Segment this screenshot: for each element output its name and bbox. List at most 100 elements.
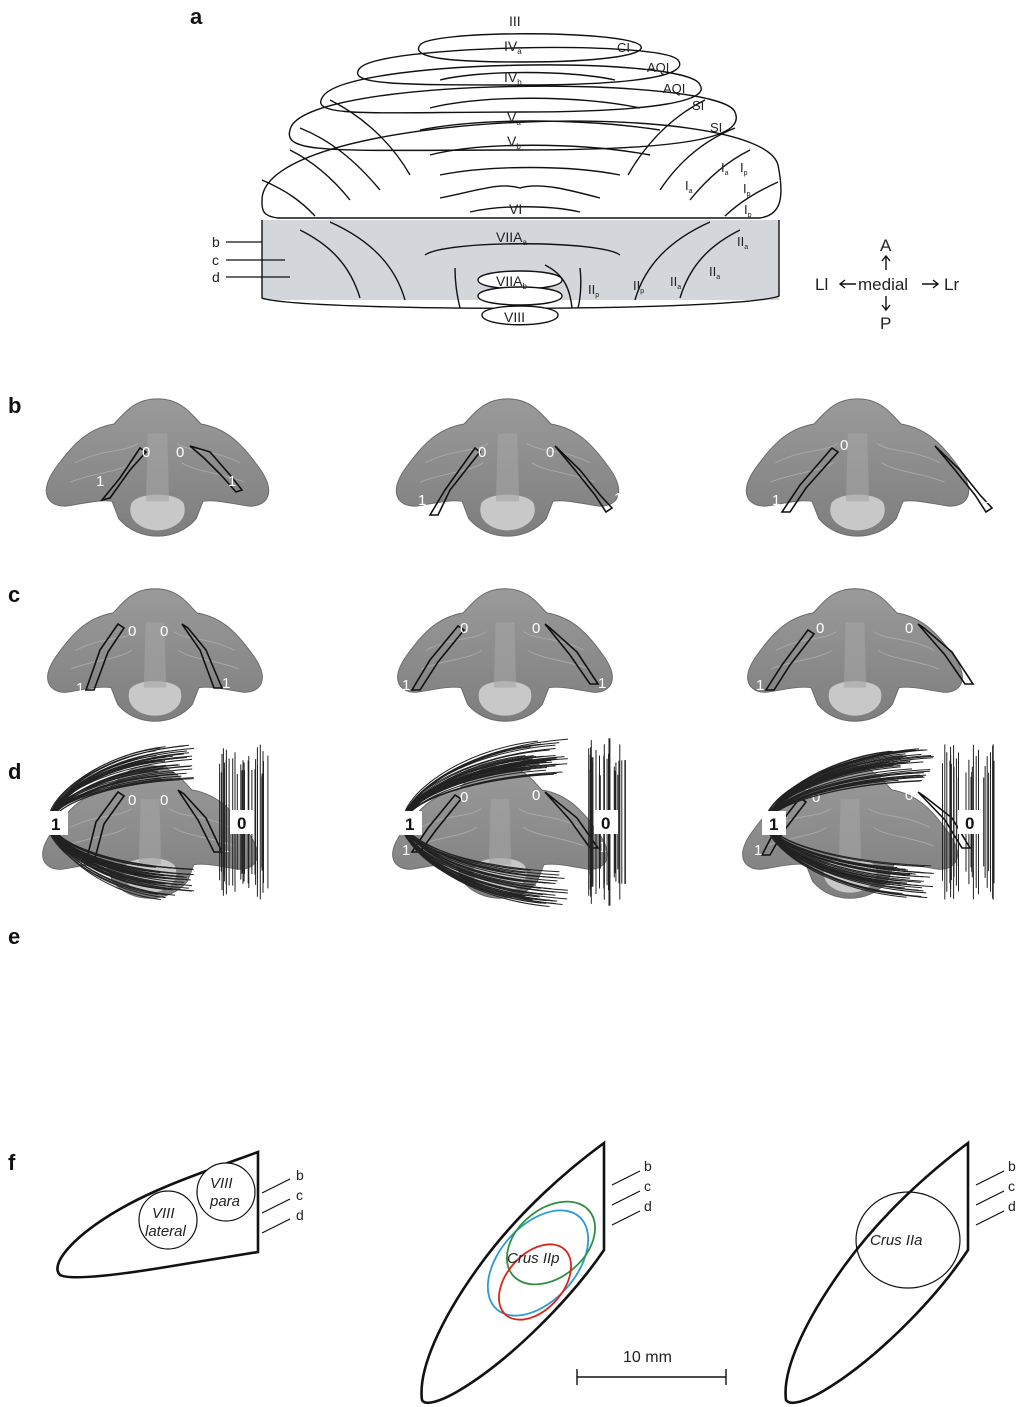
panel-b: 0 0 1 1 0 0 1 1 0 0 1 1 [46,399,993,536]
label-AQI-1: AQI [647,60,669,75]
slice-c3-zero-r: 0 [905,620,913,637]
f-right-b: b [1008,1158,1016,1174]
f-right-d: d [1008,1198,1016,1214]
label-VI: VI [509,201,522,217]
box-one-2: 1 [398,811,422,835]
orientation-medial: medial [858,275,908,294]
svg-text:1: 1 [405,815,414,834]
f-mid-b: b [644,1158,652,1174]
f-left-c: c [296,1187,303,1203]
ellipse-red [485,1231,585,1334]
panel-letter-c: c [8,582,20,607]
svg-text:0: 0 [601,814,610,833]
slice-c3-zero: 0 [816,620,824,637]
f-mid-c: c [644,1178,651,1194]
slice-c3-one-r: 1 [974,675,982,692]
orientation-Lr: Lr [944,275,959,294]
region-outline-middle [422,1143,604,1403]
panel-letter-f: f [8,1150,16,1175]
slice-b3-one-r: 1 [985,490,993,507]
box-zero-1: 0 [230,810,254,834]
slice-b2-one-r: 1 [614,490,622,507]
f-mid-d: d [644,1198,652,1214]
panel-a: a [190,4,959,333]
slice-b1-zero-r: 0 [176,444,184,461]
arrow-up-icon [882,256,890,270]
panel-letter-d: d [8,759,21,784]
arrow-left-icon [840,280,856,288]
label-para: para [209,1193,240,1210]
slice-d2-zero-r: 0 [532,787,540,804]
slice-b1-zero: 0 [142,444,150,461]
scale-bar: 10 mm [577,1349,726,1385]
slice-d1-zero: 0 [128,792,136,809]
box-one-3: 1 [762,811,786,835]
label-Ip-2: Ip [743,181,751,198]
slice-b1-one: 1 [96,473,104,490]
slice-c1-zero-r: 0 [160,623,168,640]
section-line-c: c [212,252,219,268]
label-IVb: IVb [504,69,522,87]
label-Ia-2: Ia [685,178,693,195]
orientation-A: A [880,236,892,255]
label-viii-lateral: VIII [152,1205,175,1222]
slice-c2-zero-r: 0 [532,620,540,637]
slice-c2-zero: 0 [460,620,468,637]
label-CI: CI [617,40,630,55]
label-Ip-1: Ip [740,160,748,177]
label-SI-2: SI [710,120,722,135]
svg-text:1: 1 [769,815,778,834]
f-left-d: d [296,1207,304,1223]
slice-c2-one-r: 1 [598,675,606,692]
panel-f: VIII lateral VIII para Crus IIp Crus IIa… [57,1143,1016,1403]
slice-c2-one: 1 [402,677,410,694]
label-viii-para: VIII [210,1175,233,1192]
slice-c1-zero: 0 [128,623,136,640]
region-outline-right [786,1143,968,1403]
slice-b3-zero: 0 [840,437,848,454]
slice-c1-one: 1 [76,680,84,697]
label-crus-iia: Crus IIa [870,1232,923,1249]
panel-c: 0 0 1 1 0 0 1 1 0 0 1 1 [48,589,983,722]
f-right-c: c [1008,1178,1015,1194]
label-Ia-1: Ia [721,160,729,177]
f-left-b: b [296,1167,304,1183]
svg-text:0: 0 [237,814,246,833]
label-Ip-3: Ip [744,202,752,219]
slice-b1-one-r: 1 [228,473,236,490]
label-III: III [509,13,521,29]
f-section-ticks [262,1171,1004,1233]
orientation-Ll: Ll [815,275,828,294]
orientation-compass: A P Ll medial Lr [815,236,959,333]
arrow-down-icon [882,296,890,310]
slice-b2-zero-r: 0 [546,444,554,461]
slice-b3-one: 1 [772,492,780,509]
slice-d2-one: 1 [402,842,410,859]
slice-c3-one: 1 [756,677,764,694]
panel-letter-b: b [8,393,21,418]
label-IVa: IVa [504,38,522,56]
label-crus-iip: Crus IIp [507,1250,560,1267]
box-zero-3: 0 [958,810,982,834]
panel-letter-a: a [190,4,203,29]
arrow-right-icon [922,280,938,288]
label-VIII: VIII [504,309,525,325]
label-lateral: lateral [145,1223,187,1240]
slice-d1-zero-r: 0 [160,792,168,809]
slice-d3-zero-r: 0 [905,787,913,804]
slice-c1-one-r: 1 [222,675,230,692]
svg-text:0: 0 [965,814,974,833]
slice-d2-zero: 0 [460,789,468,806]
ellipse-green [491,1185,611,1301]
svg-text:1: 1 [51,815,60,834]
slice-b2-one: 1 [418,492,426,509]
circle-viii-para [197,1163,255,1221]
label-SI-1: SI [692,98,704,113]
label-Vb: Vb [507,133,521,151]
box-one-1: 1 [44,811,68,835]
slice-d3-one: 1 [754,842,762,859]
section-line-d: d [212,269,220,285]
label-AQI-2: AQI [663,81,685,96]
section-line-b: b [212,234,220,250]
